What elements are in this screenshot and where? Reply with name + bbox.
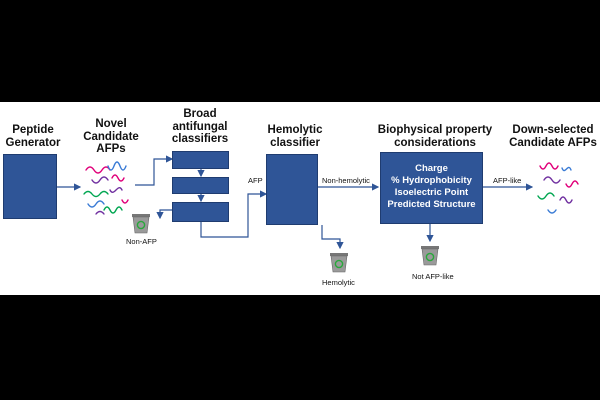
property-hydrophobicity: % Hydrophobicity [391,175,472,186]
hemolytic-classifier-box [266,154,318,225]
recycle-bin-icon [330,253,348,273]
novel-candidates-label: Novel Candidate AFPs [83,118,139,155]
biophysical-box: Charge % Hydrophobicity Isoelectric Poin… [380,152,483,224]
diagram-panel: Peptide Generator Novel Candidate AFPs B… [0,102,600,295]
edge-label-afp-like: AFP-like [493,176,522,185]
edge-label-non-hemolytic: Non-hemolytic [322,176,370,185]
arrow-to-non-afp [156,209,172,220]
discard-label-not-afp-like: Not AFP-like [412,272,454,281]
arrow-afp [200,190,268,238]
property-charge: Charge [415,163,448,174]
classifier-box-3 [172,202,229,222]
discard-label-non-afp: Non-AFP [126,237,157,246]
down-selected-label: Down-selected Candidate AFPs [509,124,597,149]
hemolytic-classifier-label: Hemolytic classifier [267,124,323,149]
edge-label-afp: AFP [248,176,263,185]
peptide-generator-box [3,154,57,219]
classifier-box-1 [172,151,229,169]
classifier-box-2 [172,177,229,194]
broad-classifiers-label: Broad antifungal classifiers [171,108,229,145]
peptide-squiggle-icon [83,161,129,215]
discard-label-hemolytic: Hemolytic [322,278,355,287]
down-selected-squiggle-icon [537,162,579,214]
connector-layer [57,155,579,273]
property-isoelectric-point: Isoelectric Point [394,187,469,198]
peptide-generator-label: Peptide Generator [5,124,61,149]
recycle-bin-icon [421,246,439,266]
arrow-candidates-to-classifiers [135,155,174,186]
recycle-bin-icon [132,214,150,234]
arrow-to-hemolytic [321,225,344,250]
property-predicted-structure: Predicted Structure [387,199,476,210]
biophysical-label: Biophysical property considerations [377,124,493,149]
